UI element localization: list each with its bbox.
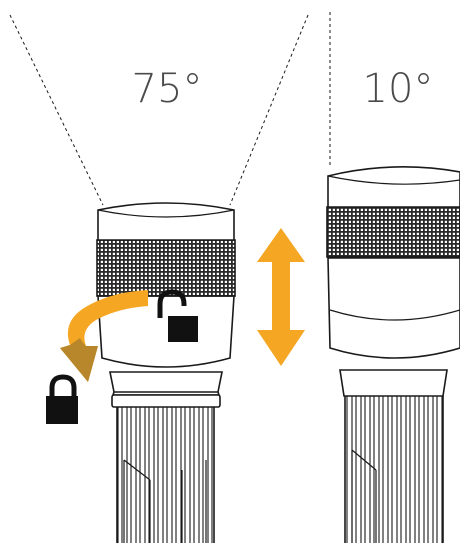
flashlight-narrow-beam: 10° <box>326 12 460 543</box>
narrow-angle-label: 10° <box>363 66 434 112</box>
head-lower <box>327 257 460 359</box>
knurled-zoom-ring <box>326 206 460 258</box>
beam-edge-right <box>229 14 309 206</box>
knurled-zoom-ring <box>96 239 236 297</box>
locked-padlock-icon <box>46 374 78 424</box>
head-lower <box>97 295 235 368</box>
head-bezel <box>97 202 235 241</box>
flashlight-body <box>116 401 215 543</box>
unlocked-padlock-icon <box>157 289 198 342</box>
curved-arrow-icon <box>60 290 148 382</box>
beam-edge-left <box>9 14 104 206</box>
head-bezel <box>327 166 460 208</box>
wide-angle-label: 75° <box>132 66 203 112</box>
flashlight-body <box>344 394 444 543</box>
double-arrow-vertical-icon <box>257 228 305 366</box>
flashlight-wide-beam: 75° <box>9 14 309 543</box>
